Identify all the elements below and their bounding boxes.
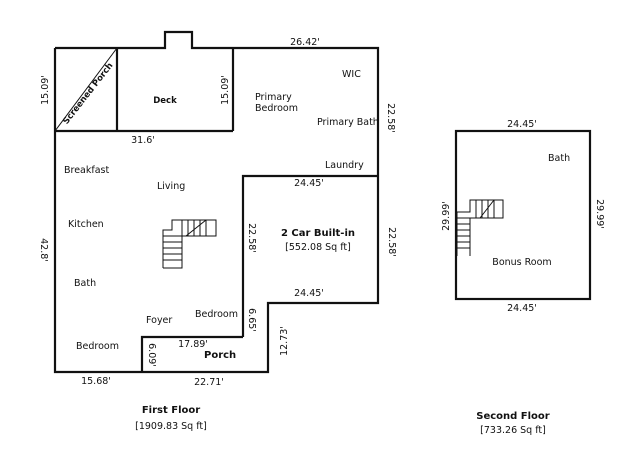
dim-notch: 6.65' — [246, 308, 257, 332]
dim-bottom-right: 22.71' — [194, 377, 224, 388]
dim-deck-width: 31.6' — [131, 135, 155, 146]
dim-garage-right: 22.58' — [386, 227, 397, 257]
second-floor-title: Second Floor — [476, 411, 550, 422]
dim-garage-top: 24.45' — [294, 178, 324, 189]
room-bedroom-left: Bedroom — [76, 341, 119, 352]
dim-top: 26.42' — [290, 37, 320, 48]
garage-area: [552.08 Sq ft] — [285, 242, 351, 253]
dim-left-total: 42.8' — [38, 238, 49, 262]
dim-porch-depth: 6.09' — [146, 343, 157, 367]
room-foyer: Foyer — [146, 315, 172, 326]
second-floor-walls — [454, 129, 592, 301]
room-laundry: Laundry — [325, 160, 364, 171]
room-living: Living — [157, 181, 185, 192]
room-breakfast: Breakfast — [64, 165, 109, 176]
second-dim-right: 29.99' — [594, 199, 605, 229]
dim-bottom-left: 15.68' — [81, 376, 111, 387]
dim-garage-left: 22.58' — [246, 223, 257, 253]
second-dim-top: 24.45' — [507, 119, 537, 130]
dim-porch-height: 15.09' — [40, 75, 51, 105]
room-bath: Bath — [74, 278, 96, 289]
dim-garage-bottom: 24.45' — [294, 288, 324, 299]
second-floor-stairs-icon — [456, 199, 504, 256]
second-dim-left: 29.99' — [441, 201, 452, 231]
room-bedroom-right: Bedroom — [195, 309, 238, 320]
room-porch: Porch — [204, 350, 236, 361]
second-floor-area: [733.26 Sq ft] — [480, 425, 546, 436]
first-floor-area: [1909.83 Sq ft] — [135, 421, 207, 432]
first-floor-walls — [53, 30, 380, 374]
second-dim-bottom: 24.45' — [507, 303, 537, 314]
room-garage: 2 Car Built-in — [281, 228, 355, 239]
first-floor-stairs-icon — [162, 219, 217, 269]
room-kitchen: Kitchen — [68, 219, 104, 230]
dim-right-lower: 12.73' — [279, 326, 290, 356]
room-screened-porch: Screened Porch — [61, 61, 115, 126]
room-wic: WIC — [342, 69, 361, 80]
room-primary-bath: Primary Bath — [317, 117, 379, 128]
room-primary-bedroom-line1: Primary — [255, 92, 292, 103]
second-room-bath: Bath — [548, 153, 570, 164]
dim-porch-width: 17.89' — [178, 339, 208, 350]
second-room-bonus: Bonus Room — [492, 257, 551, 268]
room-deck: Deck — [153, 96, 177, 106]
room-primary-bedroom-line2: Bedroom — [255, 103, 298, 114]
dim-right-upper: 22.58' — [385, 103, 396, 133]
dim-deck-height: 15.09' — [220, 75, 231, 105]
first-floor-title: First Floor — [142, 405, 200, 416]
